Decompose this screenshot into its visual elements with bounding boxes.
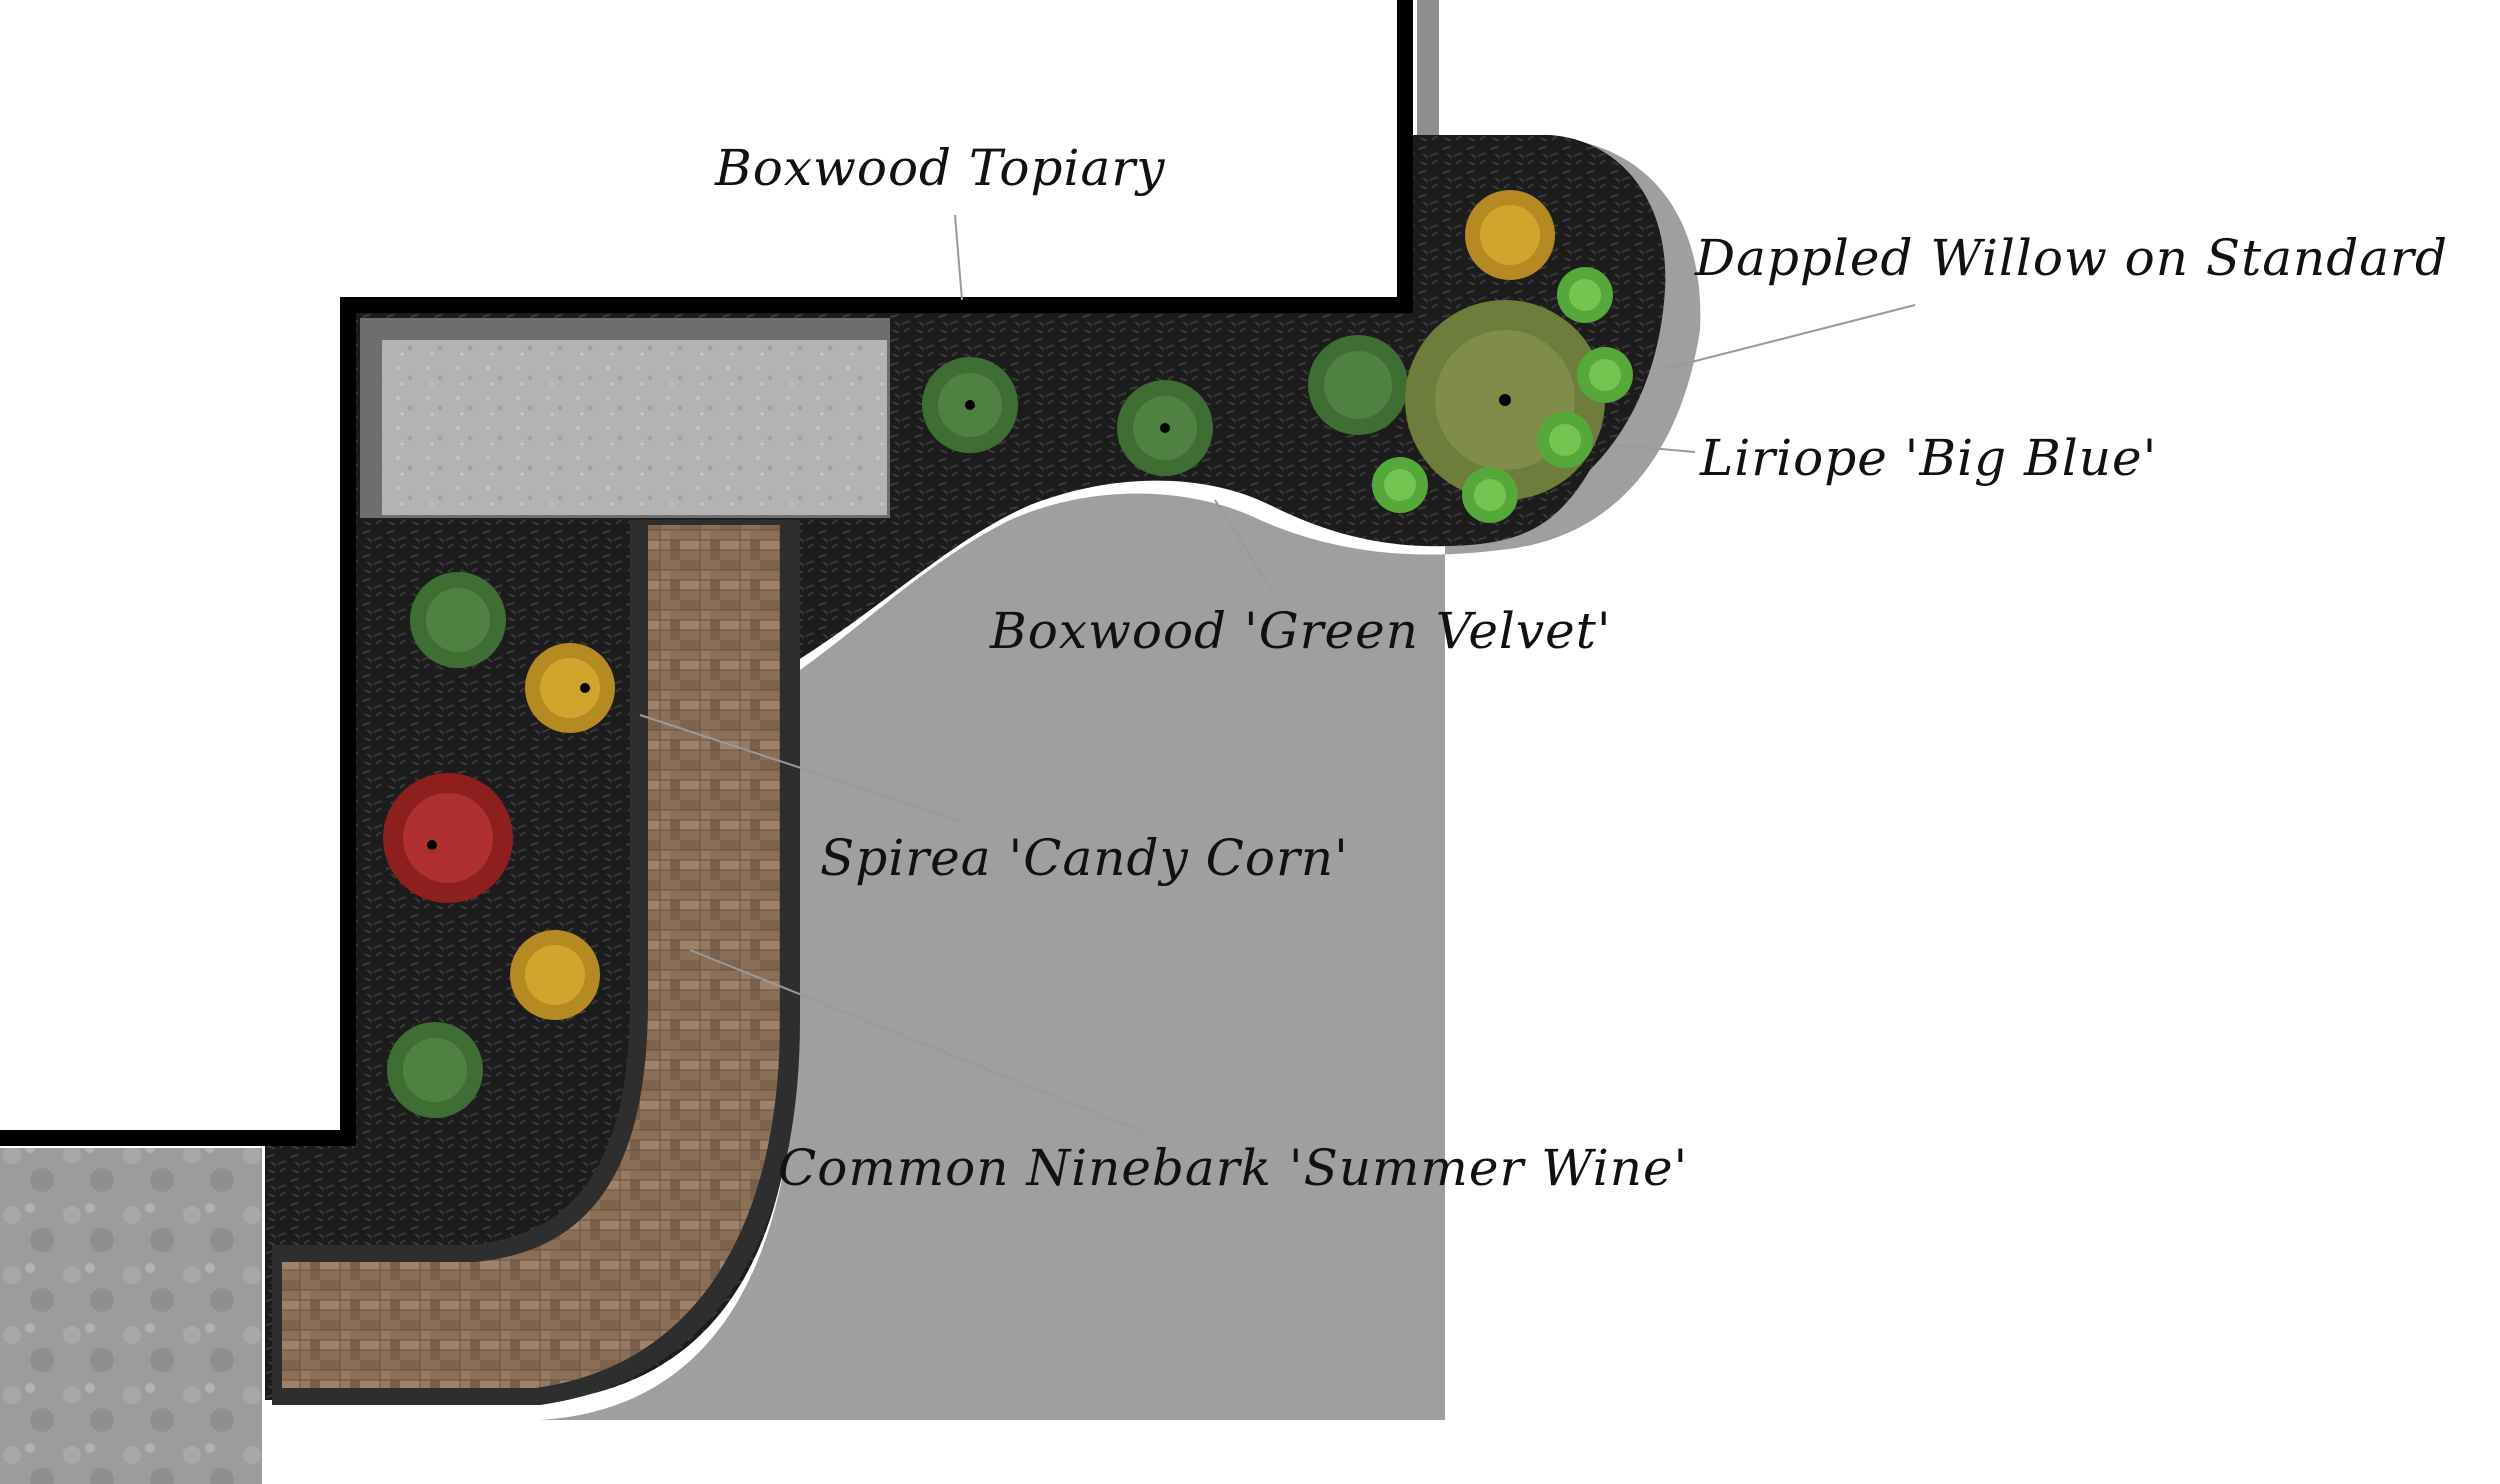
liriope-plant (1557, 267, 1613, 323)
leader-liriope (1614, 444, 1696, 453)
liriope-plant (1577, 347, 1633, 403)
leader-boxwood-topiary (954, 214, 963, 301)
house-interior (0, 0, 1397, 297)
liriope-plant (1537, 412, 1593, 468)
step-stone (382, 340, 887, 515)
bed-shadow (285, 138, 1701, 1420)
leader-ninebark (689, 949, 1151, 1136)
leader-boxwood-green-velvet (1214, 499, 1276, 596)
label-ninebark: Common Ninebark 'Summer Wine' (778, 1139, 1688, 1197)
spirea-shrub (525, 643, 615, 733)
label-liriope: Liriope 'Big Blue' (1699, 429, 2157, 487)
label-boxwood-green-velvet: Boxwood 'Green Velvet' (989, 602, 1612, 660)
house-interior-left (0, 297, 340, 1130)
dappled-willow-tree (1405, 300, 1605, 500)
paver-path (282, 525, 780, 1388)
boxwood-topiary-shrub (1308, 335, 1408, 435)
boxwood-shrub (410, 572, 506, 668)
leader-dappled-willow (1659, 304, 1916, 371)
liriope-plant (1372, 457, 1428, 513)
spirea-shrub (1465, 190, 1555, 280)
label-boxwood-topiary: Boxwood Topiary (714, 139, 1165, 197)
boxwood-shrub (1117, 380, 1213, 476)
liriope-plant (1462, 467, 1518, 523)
label-spirea: Spirea 'Candy Corn' (820, 829, 1349, 887)
house-wall (0, 0, 1413, 1146)
leader-spirea (639, 714, 966, 823)
label-dappled-willow: Dappled Willow on Standard (1694, 229, 2448, 287)
spirea-shrub (510, 930, 600, 1020)
ninebark-shrub (383, 773, 513, 903)
concrete-slab (0, 1148, 262, 1484)
boxwood-shrub (387, 1022, 483, 1118)
boxwood-shrub (922, 357, 1018, 453)
